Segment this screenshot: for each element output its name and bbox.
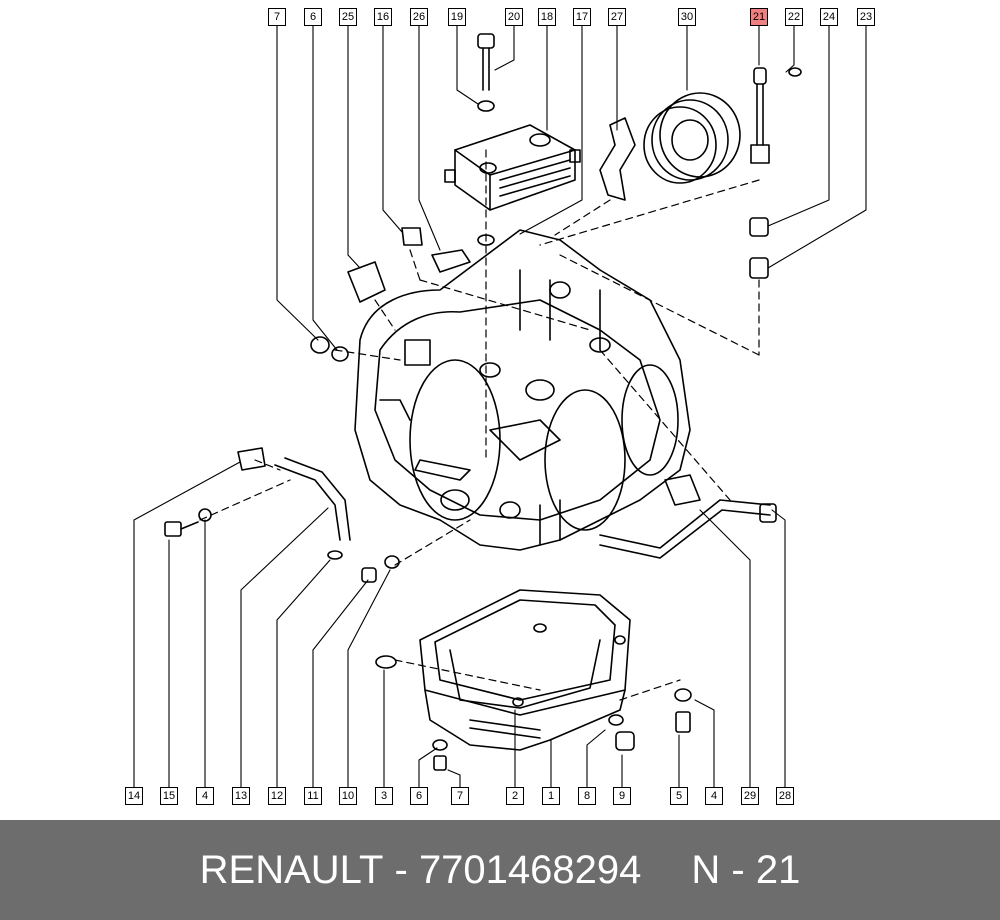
speed-sensor [750, 67, 802, 164]
diagram-reference: N - 21 [691, 847, 801, 892]
callout-4[interactable]: 4 [705, 787, 723, 805]
callout-9[interactable]: 9 [613, 787, 631, 805]
gearbox-casing [354, 229, 691, 551]
callout-14[interactable]: 14 [125, 787, 143, 805]
callout-16[interactable]: 16 [374, 8, 392, 26]
callout-28[interactable]: 28 [776, 787, 794, 805]
bolt-5 [675, 711, 691, 733]
washer-8 [608, 714, 624, 726]
brand-separator: - [383, 847, 419, 892]
washer-4-left [198, 508, 212, 522]
callout-26[interactable]: 26 [410, 8, 428, 26]
callout-10[interactable]: 10 [339, 787, 357, 805]
callout-5[interactable]: 5 [670, 787, 688, 805]
washer-10 [384, 555, 400, 569]
callout-6[interactable]: 6 [410, 787, 428, 805]
pipe-29 [599, 474, 771, 559]
callout-13[interactable]: 13 [232, 787, 250, 805]
drain-plug-11 [361, 567, 377, 583]
callout-8[interactable]: 8 [578, 787, 596, 805]
gearbox-exploded-drawing [133, 24, 867, 788]
screw-7-bottom [433, 755, 447, 771]
washer-6 [331, 346, 349, 362]
callout-4[interactable]: 4 [196, 787, 214, 805]
plug-24 [749, 217, 769, 237]
callout-30[interactable]: 30 [678, 8, 696, 26]
callout-7[interactable]: 7 [451, 787, 469, 805]
plug-23 [749, 257, 769, 279]
callout-17[interactable]: 17 [573, 8, 591, 26]
oil-pipe-13 [274, 457, 351, 560]
callout-27[interactable]: 27 [608, 8, 626, 26]
callout-22[interactable]: 22 [785, 8, 803, 26]
callout-7[interactable]: 7 [268, 8, 286, 26]
callout-20[interactable]: 20 [505, 8, 523, 26]
bracket [599, 117, 636, 201]
assembly-dash-lines [199, 149, 760, 701]
callout-21-highlighted[interactable]: 21 [750, 8, 768, 26]
cooler-bolt [477, 33, 495, 112]
callout-12[interactable]: 12 [268, 787, 286, 805]
filter-25 [347, 261, 386, 303]
plug-7 [310, 336, 330, 354]
union-28 [759, 503, 777, 523]
exploded-parts-diagram: 7 6 25 16 26 19 20 18 17 27 30 21 22 24 … [125, 8, 875, 805]
bleed-screw-16 [401, 227, 423, 246]
washer-3 [375, 655, 397, 669]
oil-pan [419, 589, 631, 751]
callout-23[interactable]: 23 [857, 8, 875, 26]
switch-14 [237, 447, 266, 471]
callout-11[interactable]: 11 [304, 787, 322, 805]
callout-18[interactable]: 18 [538, 8, 556, 26]
callout-2[interactable]: 2 [506, 787, 524, 805]
callout-25[interactable]: 25 [339, 8, 357, 26]
callout-1[interactable]: 1 [542, 787, 560, 805]
screw-6-bottom [432, 739, 448, 751]
brand-name: RENAULT [199, 847, 384, 892]
part-info-footer: RENAULT - 7701468294 N - 21 [0, 820, 1000, 920]
part-number: 7701468294 [418, 847, 642, 892]
sensor-26 [431, 249, 471, 273]
pulley [643, 92, 741, 184]
leader-lines [133, 24, 867, 788]
callout-3[interactable]: 3 [375, 787, 393, 805]
bolt-15 [164, 521, 199, 537]
callout-24[interactable]: 24 [820, 8, 838, 26]
washer-4-right [674, 688, 692, 702]
callout-29[interactable]: 29 [741, 787, 759, 805]
callout-15[interactable]: 15 [160, 787, 178, 805]
drain-plug-9 [615, 731, 635, 751]
callout-6[interactable]: 6 [304, 8, 322, 26]
callout-19[interactable]: 19 [448, 8, 466, 26]
oil-cooler [444, 124, 581, 246]
